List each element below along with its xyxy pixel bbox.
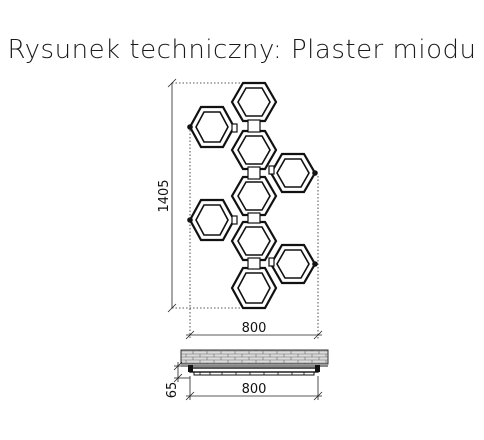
module-connectors [231, 119, 275, 270]
hexagon-module [188, 105, 236, 149]
top-width-dimension [185, 376, 323, 401]
hexagon-module [230, 129, 278, 171]
hexagon-module [269, 152, 317, 194]
hexagon-module [230, 81, 278, 123]
hexagon-module [230, 266, 278, 310]
hexagon-module [230, 220, 278, 262]
top-view: 65 800 [165, 349, 329, 401]
front-view: 1405 800 [157, 78, 323, 340]
top-width-dimension-label: 800 [242, 382, 267, 397]
hexagon-module [188, 198, 236, 242]
drawing-title: Rysunek techniczny: Plaster miodu [8, 35, 477, 65]
hexagon-modules [188, 81, 317, 310]
radiator-top-profile [181, 365, 328, 376]
wall-section [180, 349, 329, 365]
front-width-dimension [185, 130, 323, 340]
depth-dimension [173, 361, 190, 383]
hexagon-module [269, 243, 317, 285]
height-dimension [167, 78, 243, 313]
depth-dimension-label: 65 [165, 382, 180, 399]
mounting-points [187, 124, 318, 267]
hexagon-module [230, 175, 278, 217]
front-width-dimension-label: 800 [242, 321, 267, 336]
height-dimension-label: 1405 [157, 179, 172, 212]
